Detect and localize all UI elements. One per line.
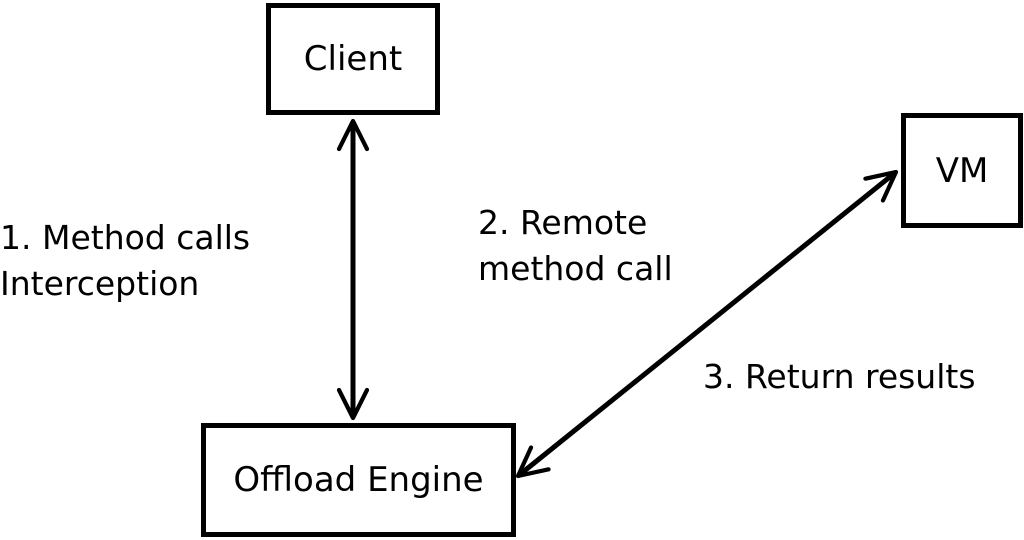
client-label: Client — [303, 39, 403, 79]
step1-line2: Interception — [0, 264, 200, 303]
step3-label: 3. Return results — [703, 354, 976, 400]
vm-label: VM — [935, 150, 989, 191]
offload-engine-node: Offload Engine — [201, 423, 516, 537]
step1-label: 1. Method calls Interception — [0, 215, 250, 307]
step2-line2: method call — [478, 249, 673, 288]
step2-line1: 2. Remote — [478, 203, 648, 242]
offload-engine-label: Offload Engine — [233, 460, 484, 500]
step1-line1: 1. Method calls — [0, 218, 251, 257]
vm-node: VM — [901, 113, 1023, 228]
client-node: Client — [266, 3, 440, 115]
step3-line: 3. Return results — [703, 357, 976, 396]
step2-label: 2. Remote method call — [478, 200, 673, 292]
engine-vm-arrow — [515, 169, 899, 479]
